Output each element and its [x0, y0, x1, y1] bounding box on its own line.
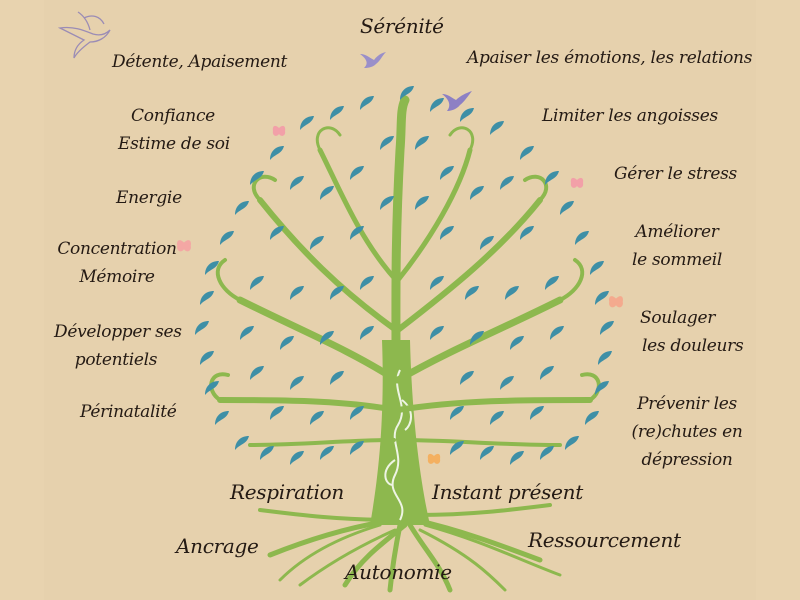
butterfly-icon	[427, 453, 441, 464]
label-apaiser: Apaiser les émotions, les relations	[467, 48, 753, 68]
butterfly-icon	[177, 240, 191, 252]
label-line: Estime de soi	[118, 134, 230, 154]
dove-icon	[360, 52, 386, 68]
label-line: Concentration	[57, 239, 177, 259]
label-respiration: Respiration	[230, 480, 344, 504]
label-line: dépression	[641, 450, 733, 470]
label-potentiels: Développer ses potentiels	[54, 318, 182, 374]
label-ressourcement: Ressourcement	[528, 528, 681, 552]
label-line: Confiance	[131, 106, 215, 126]
butterfly-icon	[570, 177, 584, 188]
label-line: les douleurs	[642, 336, 744, 356]
label-confiance: Confiance Estime de soi	[118, 102, 230, 158]
butterfly-icon	[272, 125, 286, 136]
label-concentration: Concentration Mémoire	[54, 235, 180, 291]
label-line: le sommeil	[631, 250, 723, 270]
label-line: potentiels	[74, 350, 158, 370]
label-line: Soulager	[640, 308, 716, 328]
label-line: Prévenir les	[637, 394, 737, 414]
label-line: Mémoire	[79, 267, 155, 287]
label-ancrage: Ancrage	[176, 534, 259, 558]
label-line: Développer ses	[54, 322, 182, 342]
butterfly-icon	[609, 296, 623, 308]
label-stress: Gérer le stress	[614, 164, 737, 184]
label-instant-present: Instant présent	[432, 480, 583, 504]
label-perinatalite: Périnatalité	[80, 402, 177, 422]
label-detente: Détente, Apaisement	[112, 52, 288, 72]
dove-icon	[442, 91, 472, 111]
label-douleurs: Soulager les douleurs	[640, 304, 744, 360]
label-autonomie: Autonomie	[345, 560, 452, 584]
page-title: Sérénité	[360, 14, 444, 38]
label-energie: Energie	[116, 188, 182, 208]
label-prevenir: Prévenir les (re)chutes en dépression	[628, 390, 746, 474]
label-line: Améliorer	[635, 222, 719, 242]
label-line: (re)chutes en	[631, 422, 743, 442]
swallow-bird-outline-icon	[58, 11, 111, 59]
label-angoisses: Limiter les angoisses	[542, 106, 718, 126]
label-sommeil: Améliorer le sommeil	[624, 218, 730, 274]
